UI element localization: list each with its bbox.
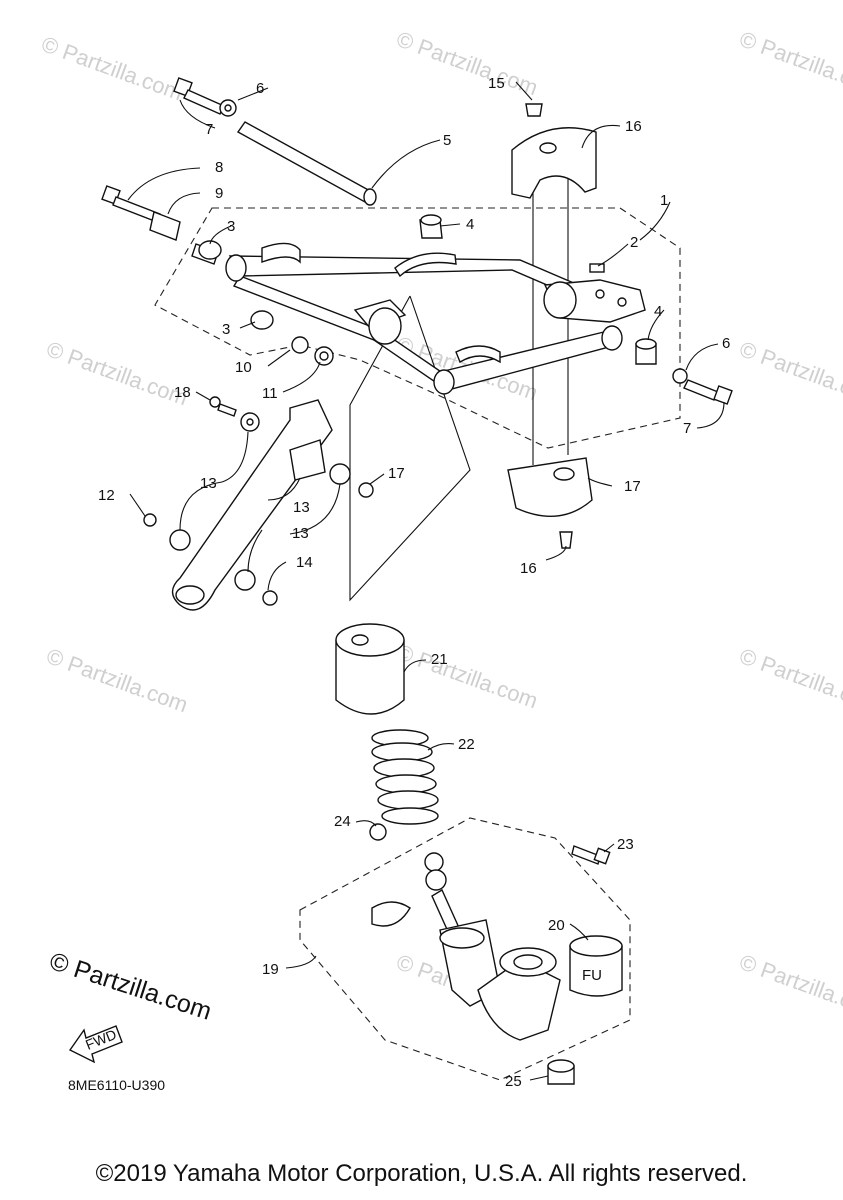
callout-8: 8 xyxy=(215,159,223,176)
callout-17: 16 xyxy=(625,118,642,135)
swing-arm-1 xyxy=(225,242,646,395)
callout-22: 21 xyxy=(431,651,448,668)
callout-9: 9 xyxy=(215,185,223,202)
assembly-20-boundary xyxy=(299,817,631,1081)
callout-16: 15 xyxy=(488,75,505,92)
assembly-1-boundary xyxy=(154,207,681,449)
callout-3: 3 xyxy=(222,321,230,338)
callout-21: 20 xyxy=(548,917,565,934)
watermark: © Partzilla.com xyxy=(736,949,843,1023)
shaft-5 xyxy=(236,121,377,206)
watermark: © Partzilla.com xyxy=(736,26,843,100)
callout-19: 18 xyxy=(174,384,191,401)
strap-14 xyxy=(143,396,374,611)
callout-24: 23 xyxy=(617,836,634,853)
callout-26: 25 xyxy=(505,1073,522,1090)
bracket-17-upper xyxy=(511,103,597,199)
bushings xyxy=(198,214,733,405)
callout-17: 17 xyxy=(624,478,641,495)
partzilla-logo: © Partzilla.com xyxy=(46,947,215,1026)
watermark: © Partzilla.com xyxy=(43,336,191,410)
callouts: 1 2 3 3 4 4 5 6 6 7 7 8 9 10 11 12 13 13… xyxy=(98,75,730,1090)
callout-18: 17 xyxy=(388,465,405,482)
callout-2: 2 xyxy=(630,234,638,251)
callout-6: 6 xyxy=(256,80,264,97)
callout-7: 7 xyxy=(683,420,691,437)
callout-13: 13 xyxy=(292,525,309,542)
callout-4: 4 xyxy=(466,216,474,233)
guide-line xyxy=(349,295,471,602)
watermark: © Partzilla.com xyxy=(736,643,843,717)
callout-25: 24 xyxy=(334,813,351,830)
callout-11: 11 xyxy=(262,385,278,402)
bushing-26 xyxy=(547,1059,575,1085)
callout-10: 10 xyxy=(235,359,252,376)
callout-6: 6 xyxy=(722,335,730,352)
callout-1: 1 xyxy=(660,192,668,209)
callout-14: 13 xyxy=(293,499,310,516)
bolt-7-top xyxy=(173,77,237,117)
callout-12: 12 xyxy=(98,487,115,504)
callout-5: 5 xyxy=(443,132,451,149)
callout-23: 22 xyxy=(458,736,475,753)
bracket-17-lower xyxy=(507,457,593,549)
watermark: © Partzilla.com xyxy=(393,639,541,713)
watermark: © Partzilla.com xyxy=(736,336,843,410)
diagram-code: 8ME6110-U390 xyxy=(68,1077,165,1093)
svg-text:FU: FU xyxy=(582,967,602,984)
bump-stop-22 xyxy=(335,623,405,715)
watermark: © Partzilla.com xyxy=(38,31,186,105)
callout-7: 7 xyxy=(205,121,213,138)
watermark: © Partzilla.com xyxy=(43,643,191,717)
spring-23 xyxy=(371,729,439,825)
copyright-notice: ©2019 Yamaha Motor Corporation, U.S.A. A… xyxy=(95,1160,748,1187)
logo-text: © Partzilla.com xyxy=(46,947,215,1026)
leader-lines xyxy=(127,81,725,1081)
callout-20: 19 xyxy=(262,961,279,978)
callout-13: 13 xyxy=(200,475,217,492)
callout-4: 4 xyxy=(654,303,662,320)
sleeve-21: FU xyxy=(569,935,623,997)
callout-16: 16 xyxy=(520,560,537,577)
shock-absorber-20 xyxy=(369,823,611,1041)
callout-15: 14 xyxy=(296,554,313,571)
callout-3: 3 xyxy=(227,218,235,235)
fwd-arrow: FWD xyxy=(68,1025,123,1064)
watermark: © Partzilla.com xyxy=(393,26,541,100)
